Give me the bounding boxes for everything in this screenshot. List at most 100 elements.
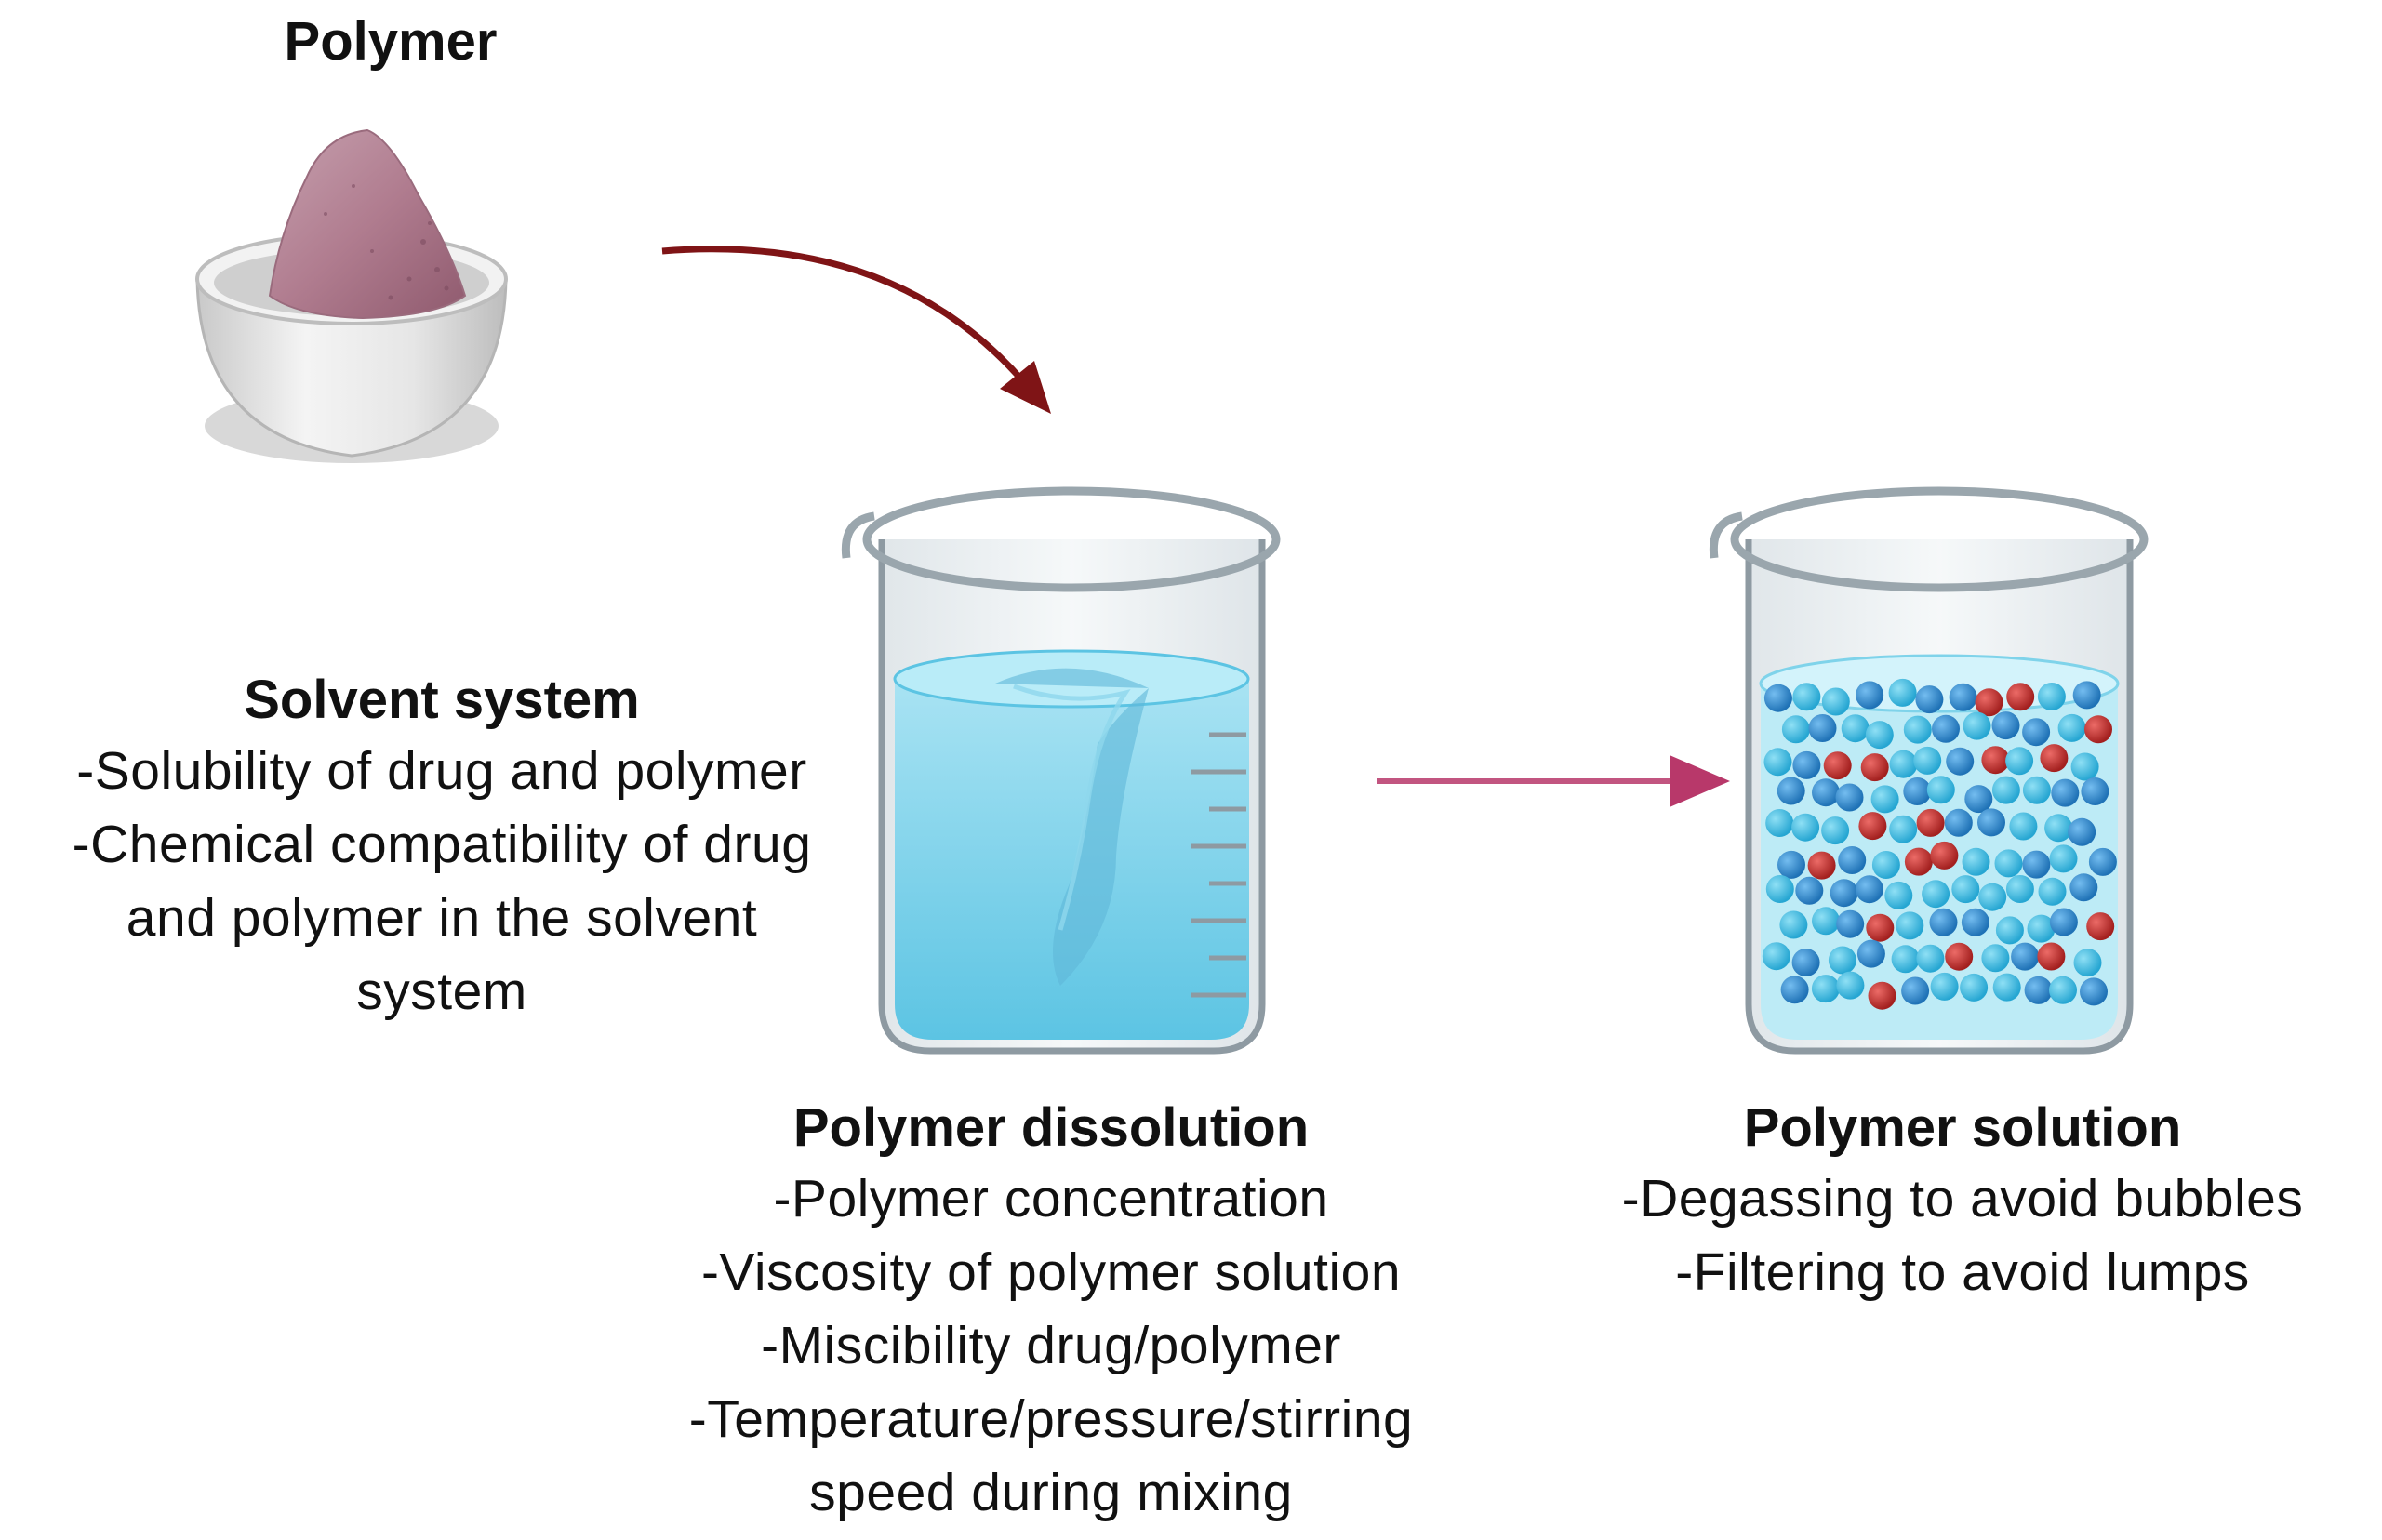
particle [1812, 778, 1840, 807]
particle [2005, 747, 2034, 776]
particle [1903, 777, 1932, 805]
particle [1981, 944, 2010, 973]
particle [1961, 908, 1989, 936]
particle [1792, 750, 1821, 779]
particle [1926, 776, 1955, 804]
particle [1838, 846, 1867, 874]
particle [1904, 847, 1933, 876]
particle [1860, 753, 1889, 782]
solvent-system-title: Solvent system [244, 670, 640, 730]
particle [1855, 875, 1883, 904]
particle [2080, 977, 2108, 1006]
particle [1795, 876, 1824, 905]
particle [1779, 910, 1808, 939]
polymer-title: Polymer [284, 11, 498, 72]
particle [1888, 678, 1917, 707]
particle [2086, 912, 2115, 941]
particle [1870, 785, 1899, 814]
particle [1828, 946, 1856, 975]
polymer-solution-line: -Degassing to avoid bubbles [1621, 1169, 2304, 1228]
particle [1896, 911, 1924, 940]
particle [1951, 875, 1980, 904]
particle [2070, 752, 2099, 781]
particle [1780, 976, 1809, 1004]
particles-group [1762, 678, 2117, 1010]
dissolution-beaker-icon [841, 486, 1281, 1055]
particle [2081, 777, 2109, 805]
particle [1949, 683, 1977, 711]
polymer-dissolution-title: Polymer dissolution [792, 1097, 1310, 1158]
particle [1929, 908, 1958, 936]
particle [1792, 683, 1821, 711]
particle [2049, 976, 2077, 1004]
particle [1922, 880, 1950, 909]
particle [1946, 747, 1975, 776]
particle [1821, 687, 1850, 716]
particle [1807, 851, 1836, 880]
particle [1763, 748, 1792, 777]
particle [2040, 744, 2069, 773]
particle [1962, 847, 1990, 876]
particle [1915, 685, 1944, 714]
particle [1762, 942, 1790, 971]
particle [2027, 914, 2056, 943]
solvent-system-line: system [356, 962, 527, 1021]
particle [1889, 750, 1918, 778]
particle [1964, 785, 1993, 814]
solvent-system-line: -Chemical compatibility of drug [72, 815, 812, 874]
particle [1891, 945, 1920, 974]
particle [1884, 881, 1913, 909]
particle [1913, 746, 1942, 775]
particle [2069, 873, 2098, 902]
polymer-solution-title: Polymer solution [1743, 1097, 2182, 1158]
particle [1932, 714, 1960, 743]
particle [2068, 817, 2096, 846]
particle [1994, 849, 2023, 878]
polymer-dissolution-line: -Miscibility drug/polymer [761, 1316, 1341, 1375]
particle [1977, 808, 2005, 837]
particle [1978, 883, 2007, 911]
polymer-dissolution-block: Polymer dissolution -Polymer concentrati… [614, 1095, 1488, 1530]
polymer-dissolution-line: -Polymer concentration [773, 1169, 1329, 1228]
particle [1930, 972, 1959, 1001]
particle [1866, 913, 1895, 942]
particle [1944, 808, 1973, 837]
particle [2011, 942, 2040, 971]
particle [2084, 715, 2112, 744]
particle [2088, 847, 2117, 876]
particle [1901, 976, 1930, 1005]
particle [2006, 683, 2035, 711]
particle [1963, 711, 1991, 740]
particle [2022, 718, 2051, 747]
particle [2024, 976, 2053, 1004]
particle [1811, 975, 1840, 1003]
particle [2009, 812, 2038, 841]
particle [1836, 971, 1865, 1000]
particle [1821, 816, 1850, 845]
particle [1791, 949, 1820, 976]
particle [1791, 813, 1820, 842]
particle [1763, 684, 1792, 712]
particle [1765, 875, 1794, 903]
particle [2051, 778, 2080, 807]
particle [1841, 714, 1870, 743]
particle [1871, 851, 1900, 879]
particle [2037, 942, 2066, 971]
particle [2073, 949, 2102, 977]
particle [1868, 981, 1896, 1010]
particle [1856, 681, 1884, 710]
particle [1835, 783, 1864, 812]
particle [2022, 850, 2051, 879]
particle [2049, 844, 2078, 873]
particle [1981, 746, 2010, 775]
particle [1812, 907, 1840, 936]
powder-bowl-icon [195, 128, 508, 463]
particle [1992, 973, 2021, 1002]
solvent-system-line: -Solubility of drug and polymer [76, 741, 807, 801]
particle [1856, 939, 1885, 968]
particle [1777, 777, 1805, 805]
particle [2072, 681, 2101, 710]
polymer-label: Polymer [186, 9, 595, 74]
particle [1945, 942, 1974, 971]
